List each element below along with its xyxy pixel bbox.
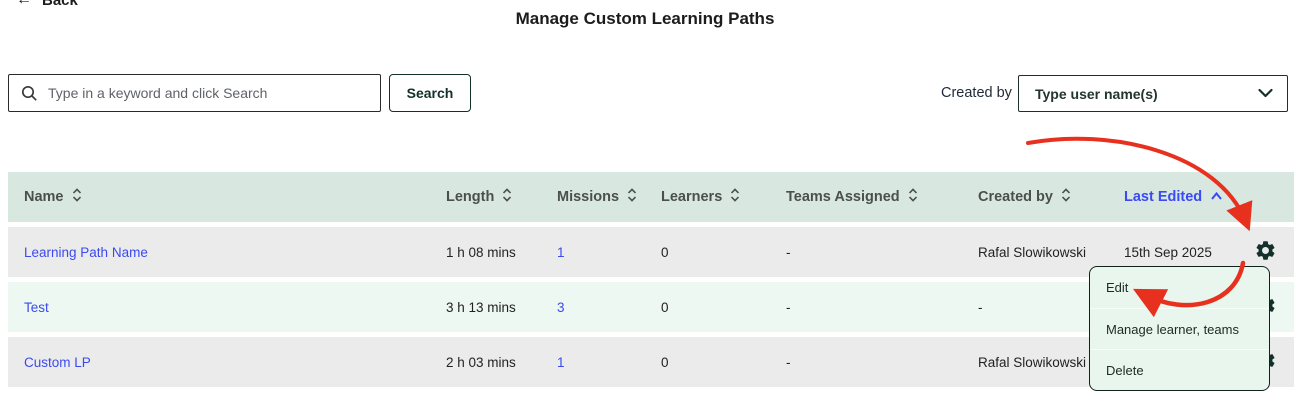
created-by-filter-label: Created by — [941, 85, 1012, 101]
row-actions-menu: Edit Manage learner, teams Delete — [1089, 266, 1270, 391]
created-by-dropdown-placeholder: Type user name(s) — [1035, 85, 1158, 102]
sort-icon — [502, 187, 512, 207]
row-actions-gear-button[interactable] — [1252, 237, 1279, 267]
teams-assigned-value: - — [786, 354, 791, 370]
table-header-row: Name Length Missions Learners Teams Assi… — [8, 172, 1294, 222]
sort-icon — [1061, 187, 1071, 207]
learners-count: 0 — [661, 244, 669, 260]
length-value: 3 h 13 mins — [446, 299, 516, 315]
column-header-missions[interactable]: Missions — [557, 187, 661, 207]
sort-icon — [627, 187, 637, 207]
table-row: Learning Path Name 1 h 08 mins 1 0 - Raf… — [8, 227, 1294, 277]
created-by-value: - — [978, 299, 983, 315]
created-by-value: Rafal Slowikowski — [978, 354, 1087, 370]
length-value: 2 h 03 mins — [446, 354, 516, 370]
created-by-dropdown[interactable]: Type user name(s) — [1018, 75, 1288, 112]
length-value: 1 h 08 mins — [446, 244, 516, 260]
search-input[interactable] — [48, 85, 380, 101]
sort-icon — [730, 187, 740, 207]
column-header-created-by[interactable]: Created by — [978, 187, 1124, 207]
missions-count-link[interactable]: 3 — [557, 299, 565, 315]
sort-icon — [908, 187, 918, 207]
back-arrow-icon: ← — [16, 0, 32, 9]
column-header-learners[interactable]: Learners — [661, 187, 786, 207]
teams-assigned-value: - — [786, 244, 791, 260]
search-icon — [21, 85, 38, 102]
menu-item-edit[interactable]: Edit — [1106, 280, 1129, 295]
table-row: Custom LP 2 h 03 mins 1 0 - Rafal Slowik… — [8, 337, 1294, 387]
column-header-last-edited[interactable]: Last Edited — [1124, 189, 1236, 205]
gear-icon — [1254, 239, 1277, 265]
column-header-length[interactable]: Length — [446, 187, 557, 207]
search-box[interactable] — [8, 74, 381, 112]
teams-assigned-value: - — [786, 299, 791, 315]
back-button[interactable]: ← Back — [16, 0, 78, 9]
menu-item-delete[interactable]: Delete — [1090, 349, 1269, 390]
column-header-name[interactable]: Name — [24, 187, 446, 207]
page-title: Manage Custom Learning Paths — [515, 9, 775, 28]
column-header-teams-assigned[interactable]: Teams Assigned — [786, 187, 978, 207]
missions-count-link[interactable]: 1 — [557, 244, 565, 260]
menu-item-manage-learner-teams[interactable]: Manage learner, teams — [1090, 308, 1269, 349]
chevron-down-icon — [1258, 85, 1273, 103]
missions-count-link[interactable]: 1 — [557, 354, 565, 370]
learning-path-name-link[interactable]: Learning Path Name — [24, 244, 148, 260]
learners-count: 0 — [661, 299, 669, 315]
sort-asc-icon — [1210, 189, 1223, 205]
sort-icon — [72, 187, 82, 207]
learning-path-name-link[interactable]: Test — [24, 299, 49, 315]
learners-count: 0 — [661, 354, 669, 370]
created-by-value: Rafal Slowikowski — [978, 244, 1087, 260]
back-label: Back — [42, 0, 78, 9]
learning-path-name-link[interactable]: Custom LP — [24, 354, 91, 370]
table-row: Test 3 h 13 mins 3 0 - - — [8, 282, 1294, 332]
last-edited-value: 15th Sep 2025 — [1124, 244, 1212, 260]
search-button[interactable]: Search — [389, 74, 471, 112]
